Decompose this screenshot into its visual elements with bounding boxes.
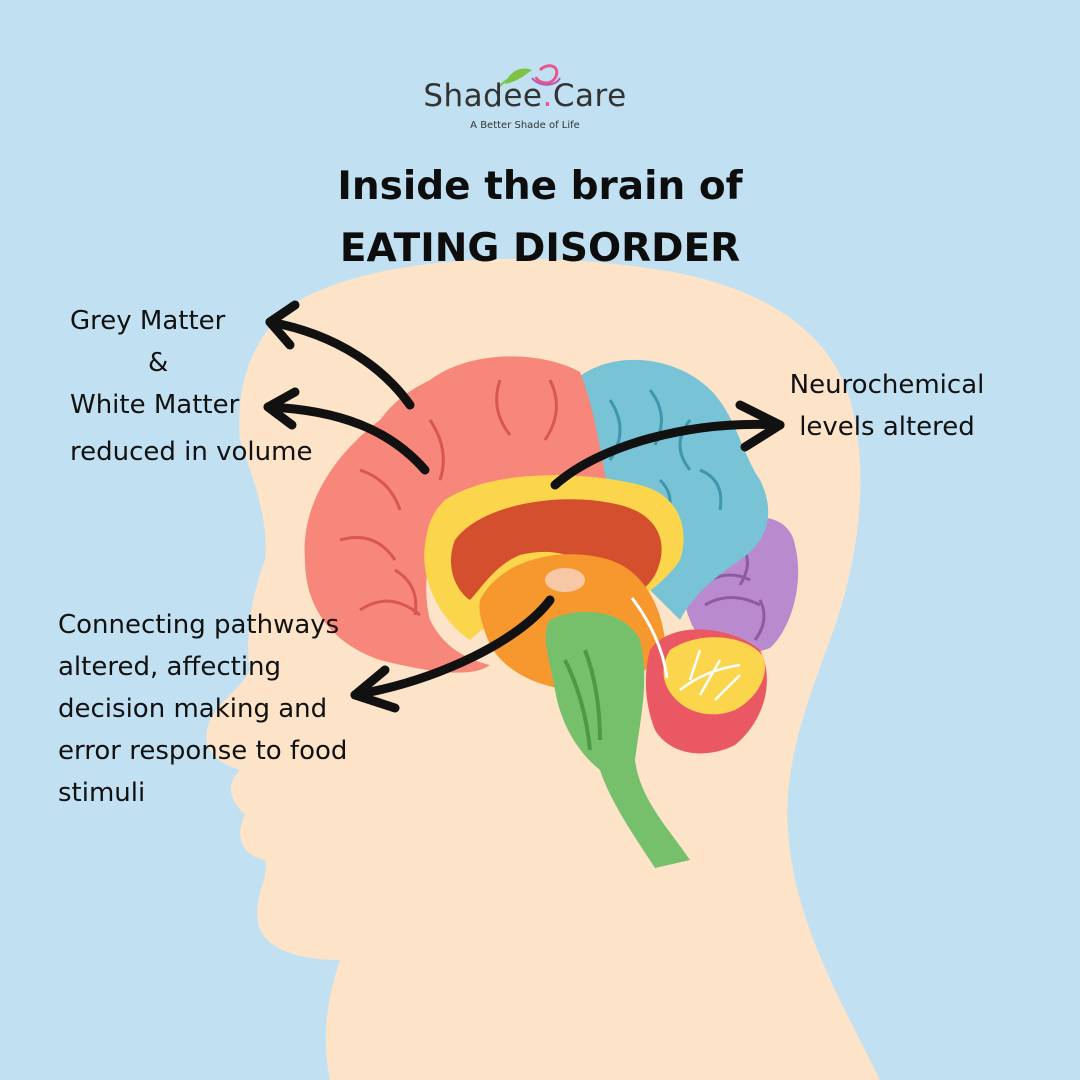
arrow-white-matter [263,402,430,475]
title-line-2: EATING DISORDER [339,226,741,271]
arrows [263,300,785,713]
logo-wordmark: Shadee.Care [423,78,627,114]
thalamus [545,568,585,592]
arrow-connecting [350,595,555,700]
label-connecting-pathways: Connecting pathways altered, affecting d… [58,610,348,808]
label-ampersand: & [148,348,169,378]
logo-leaf-icon [497,64,561,89]
label-reduced-volume: reduced in volume [70,437,313,467]
arrow-grey-matter [265,317,415,410]
title-line-1: Inside the brain of [337,164,743,209]
arrow-neurochemical [550,419,785,490]
label-grey-matter: Grey Matter [70,306,226,336]
brainstem [545,611,690,868]
logo-tagline: A Better Shade of Life [470,120,580,131]
arbor-vitae [663,637,765,715]
label-white-matter: White Matter [70,390,240,420]
label-neurochemical: Neurochemical levels altered [789,370,985,442]
